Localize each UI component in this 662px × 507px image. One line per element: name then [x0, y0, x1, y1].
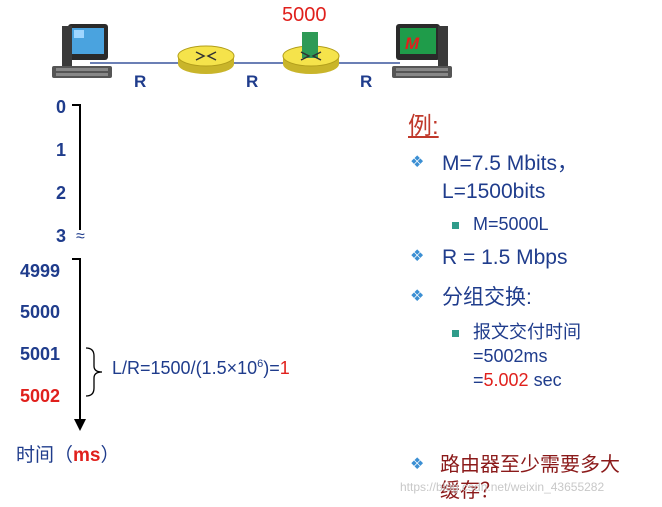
delivery-time-sec-value: 5.002 [483, 370, 529, 390]
example-heading: 例: [408, 113, 439, 140]
tick-5000: 5000 [19, 302, 60, 322]
message-size-line1: M=7.5 Mbits， [442, 152, 578, 175]
tick-2: 2 [55, 183, 66, 203]
watermark-text: https://blog.csdn.net/weixin_43655282 [400, 480, 605, 494]
annotation-value: 1 [279, 358, 290, 378]
transmission-delay-annotation: L/R=1500/(1.5×106)=1 [112, 358, 290, 379]
destination-computer-icon [392, 24, 452, 78]
sub-item-m-equals-text: M=5000L [473, 214, 549, 234]
tick-0: 0 [55, 97, 66, 117]
delivery-time-sec-prefix: = [473, 370, 484, 390]
link-rate-label-3: R [360, 72, 373, 91]
tick-3: 3 [55, 226, 66, 246]
buffer-count-label: 5000 [282, 4, 327, 26]
axis-label-unit: ms [73, 445, 101, 466]
annotation-exponent: 6 [257, 358, 264, 370]
router-1-icon [177, 45, 235, 74]
tick-4999: 4999 [19, 261, 60, 281]
buffer-question-line1: 路由器至少需要多大 [440, 454, 620, 476]
diamond-bullet-icon: ❖ [410, 248, 425, 265]
router-2-with-buffer-icon [282, 32, 340, 74]
bullet-item-message-size: ❖ M=7.5 Mbits， L=1500bits M=5000L [410, 150, 655, 236]
diamond-bullet-icon: ❖ [410, 288, 425, 305]
sub-item-m-equals: M=5000L [410, 212, 655, 236]
axis-label-prefix: 时间（ [16, 445, 74, 466]
diamond-bullet-icon: ❖ [410, 154, 425, 171]
axis-break-symbol: ≈ [76, 228, 85, 245]
axis-label-suffix: ） [100, 445, 120, 466]
annotation-times: ×10 [226, 358, 258, 378]
tick-1: 1 [55, 140, 66, 160]
time-axis-lower [79, 258, 81, 420]
network-link-line [90, 62, 400, 64]
message-size-line2: L=1500bits [442, 180, 546, 203]
link-rate-label-2: R [246, 72, 259, 91]
delivery-time-sec: =5.002 sec [410, 368, 655, 392]
bullet-item-buffer-question: ❖ 路由器至少需要多大 缓存？ [410, 452, 660, 504]
bullet-item-packet-switching: ❖ 分组交换: 报文交付时间 =5002ms =5.002 sec [410, 284, 655, 392]
delivery-time-sec-unit: sec [528, 370, 562, 390]
annotation-equals: )= [263, 358, 280, 378]
time-axis-arrow-icon [74, 419, 86, 431]
time-axis-upper [79, 104, 81, 230]
axis-tick-mark-4999 [72, 258, 81, 260]
example-bullet-list: ❖ M=7.5 Mbits， L=1500bits M=5000L ❖ R = … [410, 150, 655, 392]
rate-text: R = 1.5 Mbps [442, 246, 568, 269]
source-computer-icon [52, 24, 112, 78]
delivery-time-label: 报文交付时间 [410, 320, 655, 344]
packet-switching-text: 分组交换: [442, 286, 532, 309]
annotation-prefix: L/R=1500/(1.5 [112, 358, 227, 378]
diamond-bullet-icon: ❖ [410, 456, 425, 473]
time-axis-label: 时间（ms） [16, 440, 120, 467]
tick-5001: 5001 [19, 344, 60, 364]
buffer-question-line2: 缓存？ [440, 480, 500, 502]
destination-message-label: M [405, 34, 420, 53]
interval-brace-icon [85, 347, 103, 397]
delivery-time-label-text: 报文交付时间 [473, 322, 581, 342]
link-rate-label-1: R [134, 72, 147, 91]
square-bullet-icon [452, 329, 459, 337]
bullet-item-rate: ❖ R = 1.5 Mbps [410, 244, 655, 272]
delivery-time-ms: =5002ms [473, 346, 548, 366]
square-bullet-icon [452, 221, 459, 229]
tick-5002: 5002 [19, 386, 60, 406]
axis-tick-mark-0 [72, 104, 81, 106]
